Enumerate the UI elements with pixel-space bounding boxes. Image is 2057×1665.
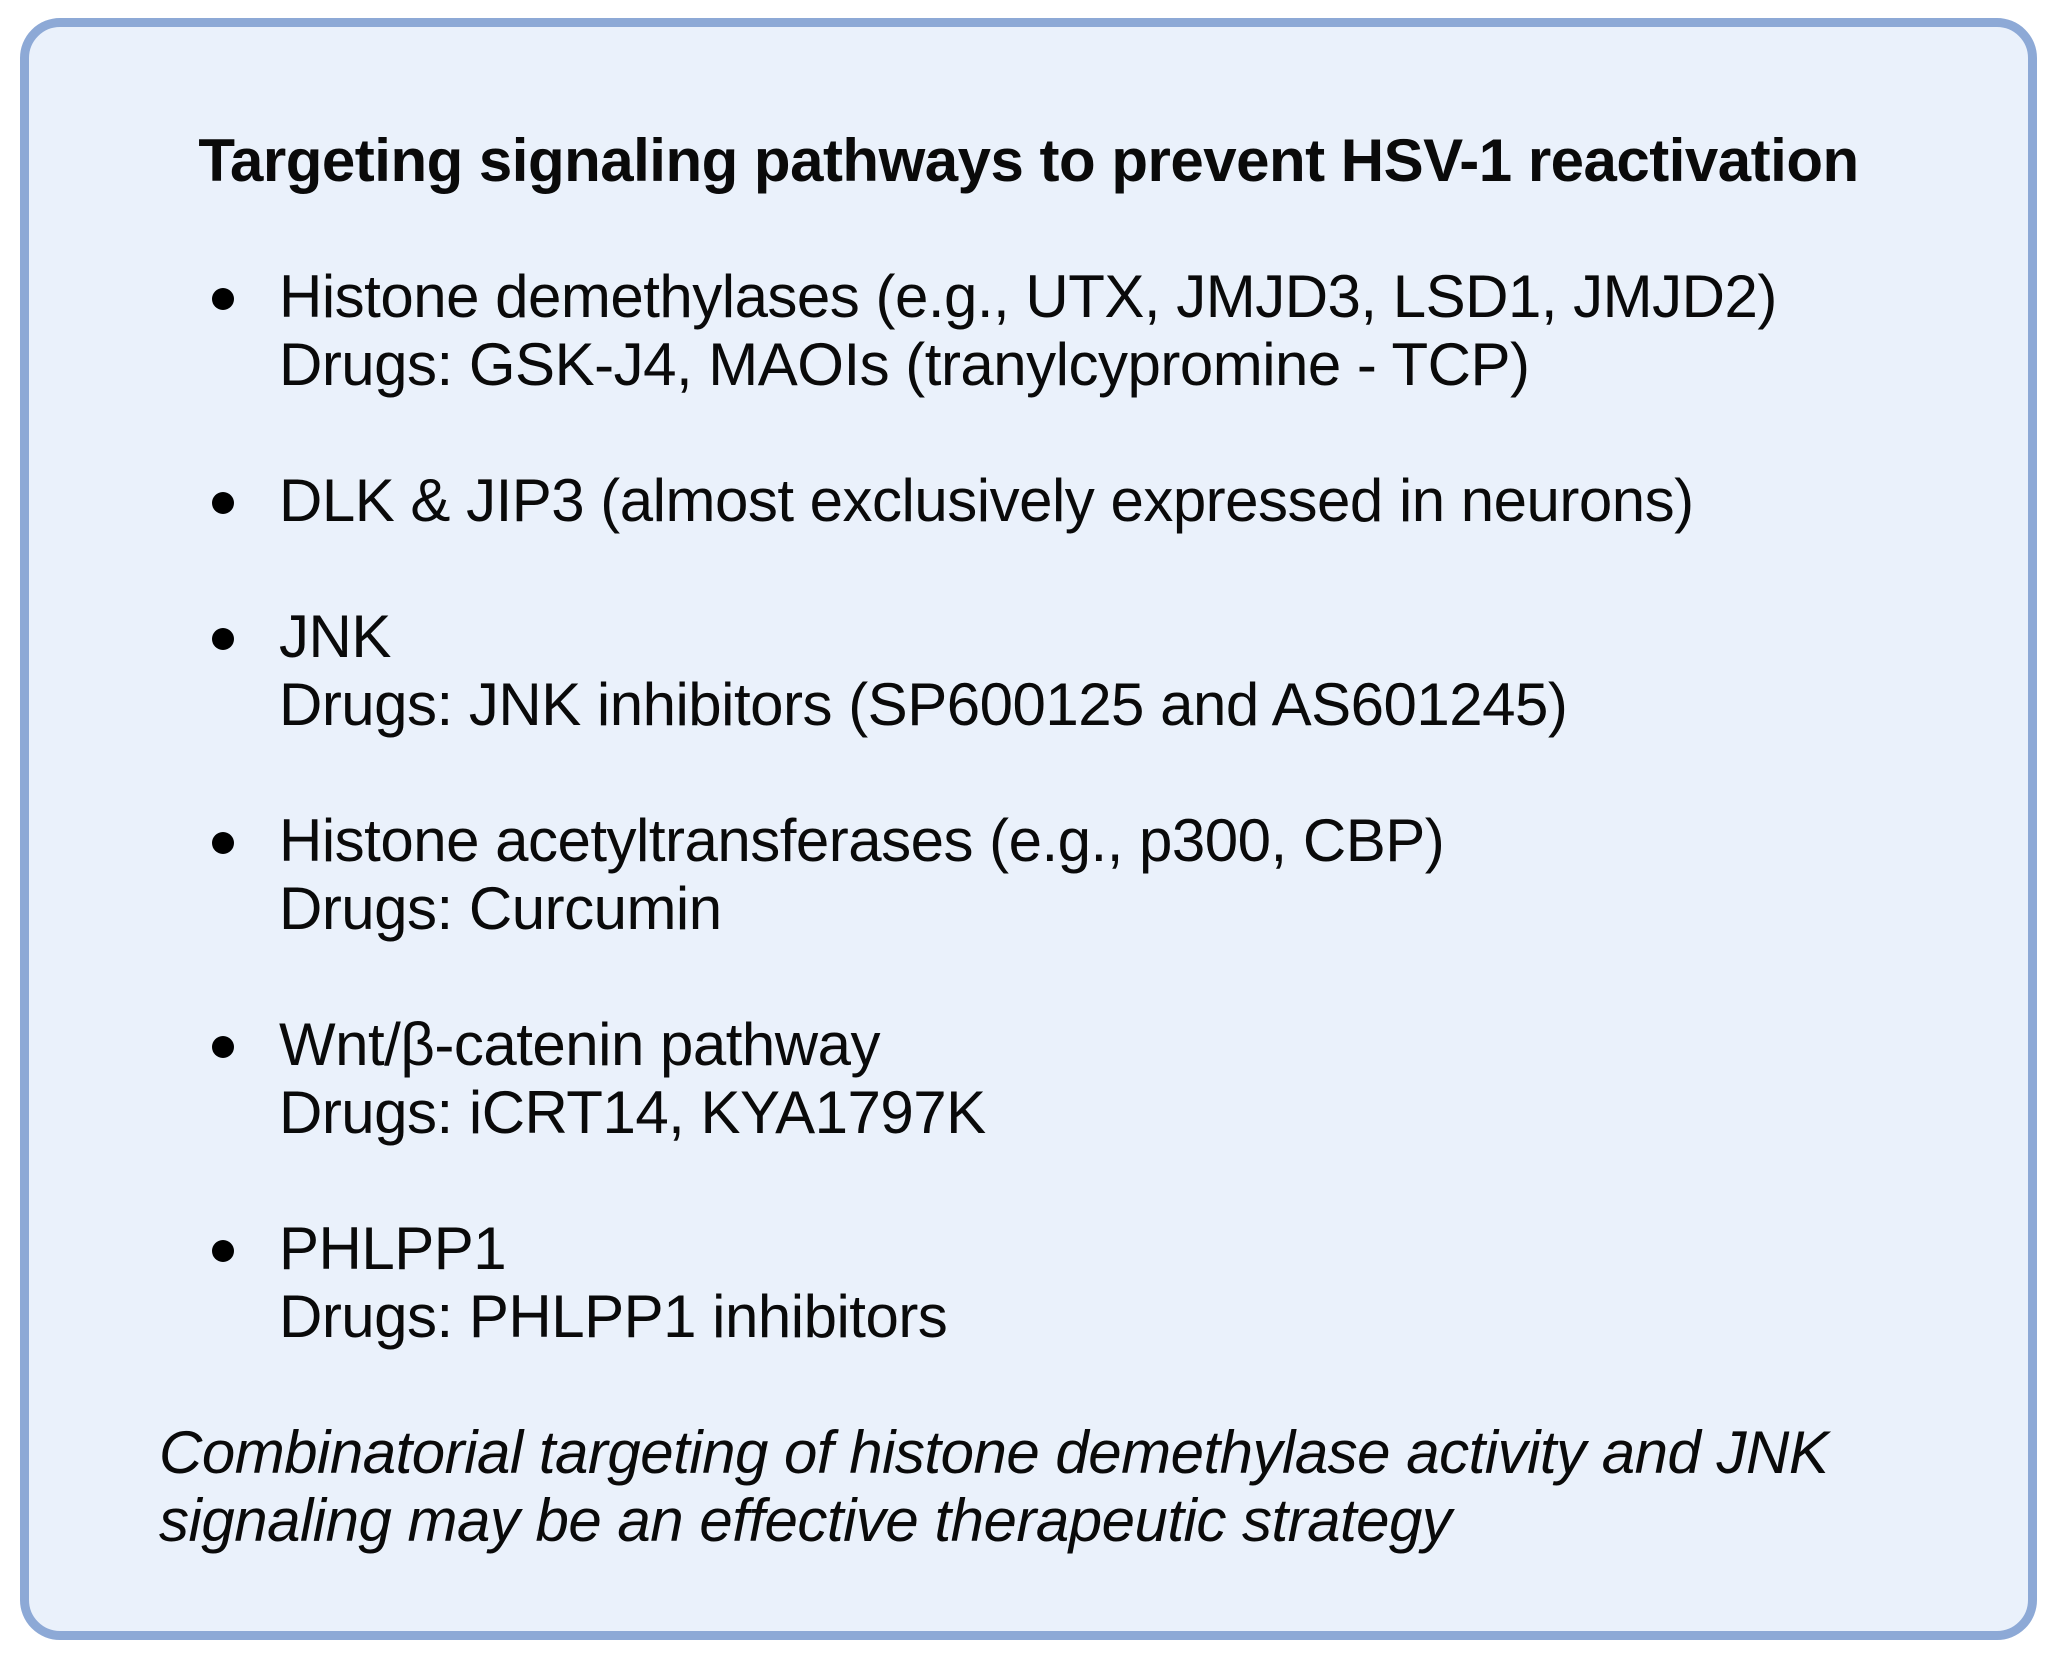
pathway-text: Histone acetyltransferases (e.g., p300, … [279, 807, 1445, 874]
bullet-dot [212, 288, 234, 310]
drugs-text: Drugs: iCRT14, KYA1797K [279, 1079, 986, 1146]
list-item: PHLPP1 Drugs: PHLPP1 inhibitors [159, 1215, 1978, 1351]
figure-panel: Targeting signaling pathways to prevent … [20, 18, 2037, 1640]
conclusion-text: Combinatorial targeting of histone demet… [159, 1419, 1829, 1554]
pathway-list: Histone demethylases (e.g., UTX, JMJD3, … [159, 263, 1978, 1351]
pathway-text: Wnt/β-catenin pathway [279, 1011, 880, 1078]
drugs-text: Drugs: GSK-J4, MAOIs (tranylcypromine - … [279, 331, 1530, 398]
pathway-text: Histone demethylases (e.g., UTX, JMJD3, … [279, 263, 1777, 330]
drugs-text: Drugs: JNK inhibitors (SP600125 and AS60… [279, 671, 1568, 738]
list-item: DLK & JIP3 (almost exclusively expressed… [159, 467, 1978, 535]
bullet-dot [212, 492, 234, 514]
drugs-text: Drugs: PHLPP1 inhibitors [279, 1283, 948, 1350]
bullet-dot [212, 1036, 234, 1058]
drugs-text: Drugs: Curcumin [279, 875, 722, 942]
bullet-dot [212, 628, 234, 650]
pathway-text: PHLPP1 [279, 1215, 507, 1282]
bullet-dot [212, 832, 234, 854]
list-item: Wnt/β-catenin pathway Drugs: iCRT14, KYA… [159, 1011, 1978, 1147]
pathway-text: DLK & JIP3 (almost exclusively expressed… [279, 467, 1694, 534]
list-item: Histone acetyltransferases (e.g., p300, … [159, 807, 1978, 943]
list-item: Histone demethylases (e.g., UTX, JMJD3, … [159, 263, 1978, 399]
figure-title: Targeting signaling pathways to prevent … [198, 127, 1859, 194]
list-item: JNK Drugs: JNK inhibitors (SP600125 and … [159, 603, 1978, 739]
pathway-text: JNK [279, 603, 391, 670]
figure-content: Targeting signaling pathways to prevent … [29, 27, 2028, 1555]
bullet-dot [212, 1240, 234, 1262]
